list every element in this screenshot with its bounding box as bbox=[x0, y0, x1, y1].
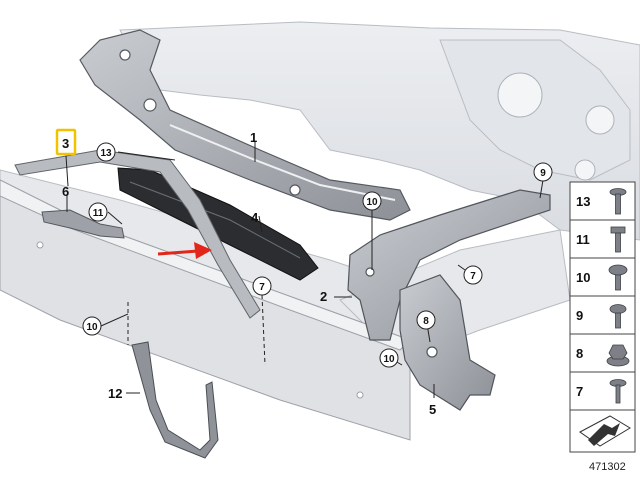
legend-row-10: 10 bbox=[569, 257, 636, 297]
diagram-id: 471302 bbox=[589, 461, 626, 473]
svg-text:10: 10 bbox=[366, 197, 378, 208]
highlight-box bbox=[55, 128, 77, 156]
bolt-11-icon bbox=[610, 226, 626, 253]
bumper-carrier bbox=[0, 179, 411, 441]
circled-callouts: 13 11 10 10 10 7 7 8 bbox=[82, 142, 553, 368]
plain-callouts: 1 2 3 4 5 6 12 bbox=[55, 128, 436, 417]
fastener-legend: 13 11 10 9 bbox=[569, 181, 636, 453]
bolt-9-icon bbox=[609, 304, 627, 329]
callout-part-5: 5 bbox=[429, 402, 436, 417]
view-direction-icon bbox=[579, 415, 631, 447]
callout-part-4: 4 bbox=[251, 210, 259, 225]
lower-bracket bbox=[399, 274, 496, 411]
svg-text:13: 13 bbox=[576, 194, 590, 209]
svg-text:9: 9 bbox=[540, 168, 546, 179]
direction-arrow bbox=[157, 242, 212, 259]
callout-part-12: 12 bbox=[108, 386, 122, 401]
svg-text:11: 11 bbox=[576, 232, 590, 247]
callout-part-2: 2 bbox=[320, 289, 327, 304]
strut-rod bbox=[14, 149, 261, 319]
callout-circle-10-top: 10 bbox=[362, 191, 382, 211]
small-bracket bbox=[41, 209, 125, 239]
legend-row-7: 7 bbox=[569, 371, 636, 411]
callout-circle-7-right: 7 bbox=[463, 265, 483, 285]
legend-row-13: 13 bbox=[569, 181, 636, 221]
svg-text:10: 10 bbox=[576, 270, 590, 285]
svg-text:7: 7 bbox=[576, 384, 583, 399]
callout-circle-10-right: 10 bbox=[379, 348, 399, 368]
legend-row-8: 8 bbox=[569, 333, 636, 373]
svg-text:7: 7 bbox=[470, 271, 476, 282]
bolt-13-icon bbox=[609, 188, 627, 215]
svg-text:9: 9 bbox=[576, 308, 583, 323]
callout-circle-8: 8 bbox=[416, 310, 436, 330]
legend-row-view bbox=[569, 409, 636, 453]
legend-row-11: 11 bbox=[569, 219, 636, 259]
svg-text:8: 8 bbox=[576, 346, 583, 361]
callout-circle-13: 13 bbox=[96, 142, 116, 162]
callout-circle-7-left: 7 bbox=[252, 276, 272, 296]
tow-bracket bbox=[131, 341, 219, 459]
svg-text:10: 10 bbox=[86, 322, 98, 333]
legend-row-9: 9 bbox=[569, 295, 636, 335]
bolt-10-icon bbox=[608, 264, 628, 291]
callout-part-3: 3 bbox=[62, 136, 69, 151]
callout-circle-10-left: 10 bbox=[82, 316, 102, 336]
callout-part-1: 1 bbox=[250, 130, 257, 145]
callout-circle-11: 11 bbox=[88, 202, 108, 222]
svg-text:7: 7 bbox=[259, 282, 265, 293]
screw-7-icon bbox=[609, 379, 627, 404]
callout-circle-9: 9 bbox=[533, 162, 553, 182]
nut-8-icon bbox=[606, 344, 630, 367]
callout-part-6: 6 bbox=[62, 184, 69, 199]
svg-text:10: 10 bbox=[383, 354, 395, 365]
svg-text:13: 13 bbox=[100, 148, 112, 159]
svg-text:11: 11 bbox=[93, 208, 104, 219]
svg-text:8: 8 bbox=[423, 316, 429, 327]
